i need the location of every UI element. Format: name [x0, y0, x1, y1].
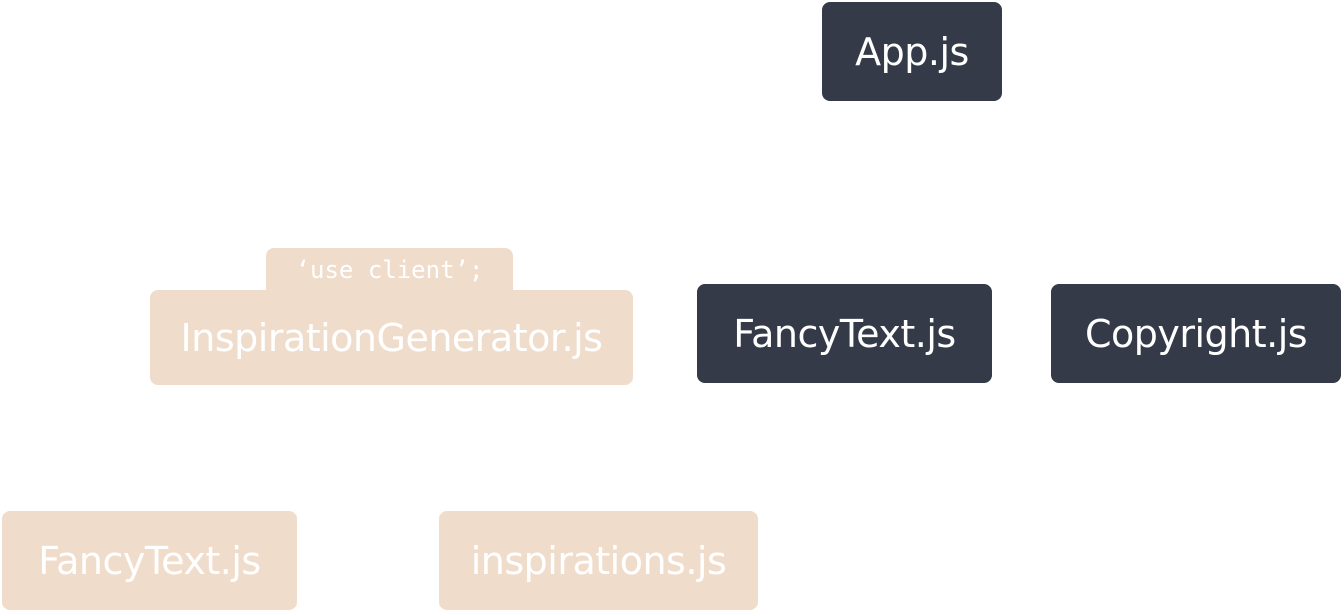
node-copyright: Copyright.js [1051, 284, 1341, 383]
node-app: App.js [822, 2, 1002, 101]
use-client-directive-tag: ‘use client’; [266, 248, 513, 292]
node-fancy-text-client: FancyText.js [2, 511, 297, 610]
node-inspiration-generator: InspirationGenerator.js [150, 290, 633, 385]
node-inspirations: inspirations.js [439, 511, 758, 610]
node-fancy-text-server: FancyText.js [697, 284, 992, 383]
